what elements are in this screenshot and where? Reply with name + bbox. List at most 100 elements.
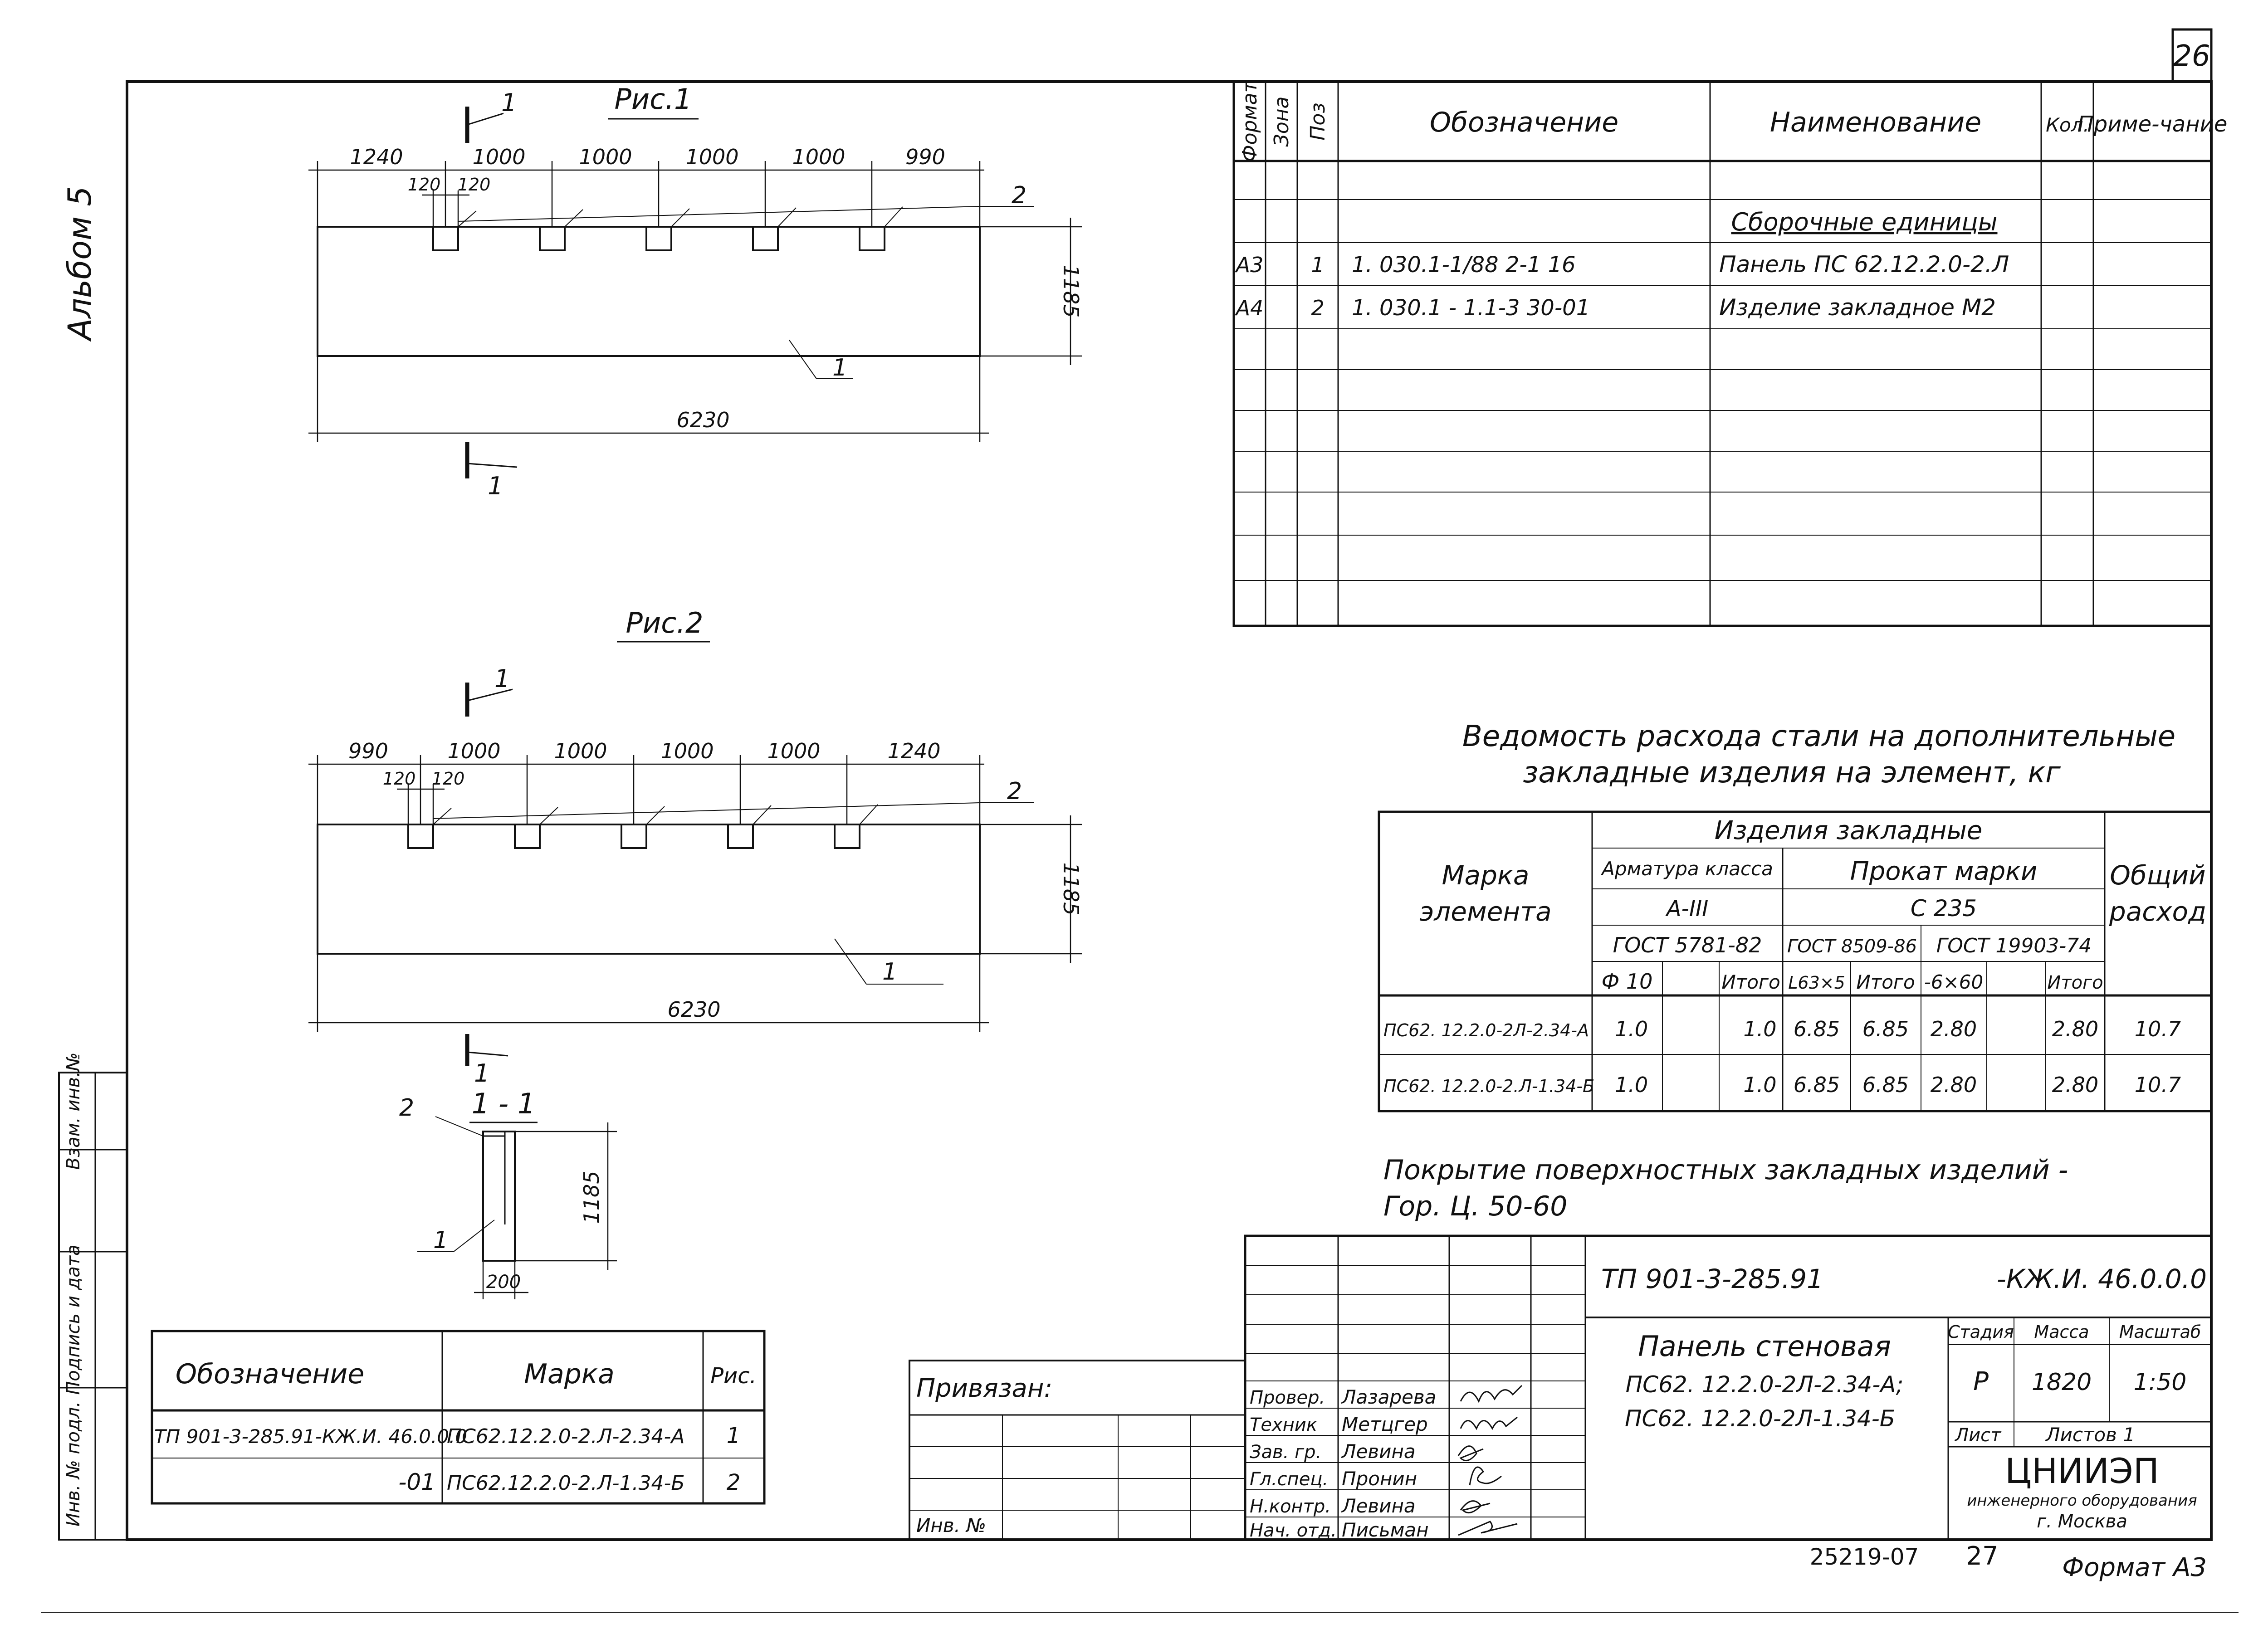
- svg-text:1: 1: [474, 1059, 489, 1088]
- sheet-number: 26: [2173, 39, 2210, 73]
- svg-text:-01: -01: [398, 1469, 435, 1495]
- fig1-section-mark-bottom: 1: [465, 442, 518, 500]
- svg-text:1000: 1000: [447, 739, 500, 763]
- fig2-section-mark-top: 1: [465, 664, 513, 717]
- coating-note-line1: Покрытие поверхностных закладных изделий…: [1383, 1154, 2068, 1186]
- svg-text:инженерного оборудования: инженерного оборудования: [1967, 1492, 2197, 1510]
- svg-text:Приме-чание: Приме-чание: [2077, 112, 2228, 137]
- svg-text:1. 030.1-1/88 2-1 16: 1. 030.1-1/88 2-1 16: [1352, 252, 1576, 278]
- svg-text:120: 120: [458, 175, 491, 195]
- svg-text:2.80: 2.80: [2052, 1017, 2098, 1041]
- svg-text:Панель ПС 62.12.2.0-2.Л: Панель ПС 62.12.2.0-2.Л: [1719, 251, 2009, 278]
- svg-text:1185: 1185: [1059, 862, 1083, 915]
- steel-title-line2: закладные изделия на элемент, кг: [1523, 756, 2061, 790]
- svg-text:120: 120: [432, 769, 465, 789]
- page-number: 27: [1966, 1541, 1998, 1571]
- svg-text:990: 990: [348, 739, 388, 763]
- coating-note-line2: Гор. Ц. 50-60: [1383, 1190, 1567, 1222]
- svg-text:Итого: Итого: [1721, 971, 1780, 993]
- svg-text:1 - 1: 1 - 1: [472, 1087, 536, 1120]
- svg-text:г. Москва: г. Москва: [2037, 1511, 2127, 1532]
- svg-text:ПС62. 12.2.0-2Л-1.34-Б: ПС62. 12.2.0-2Л-1.34-Б: [1625, 1405, 1895, 1432]
- project-code: ТП 901-3-285.91: [1601, 1263, 1823, 1294]
- binding-block: [909, 1360, 1246, 1541]
- svg-text:ПС62. 12.2.0-2Л-2.34-А: ПС62. 12.2.0-2Л-2.34-А: [1383, 1020, 1589, 1040]
- figure-1: Рис.1 1 1: [308, 83, 1083, 500]
- svg-text:Листов 1: Листов 1: [2045, 1424, 2135, 1446]
- svg-text:2.80: 2.80: [1931, 1073, 1977, 1097]
- svg-text:120: 120: [383, 769, 416, 789]
- svg-text:1185: 1185: [579, 1171, 604, 1224]
- svg-text:Кол.: Кол.: [2046, 114, 2089, 136]
- svg-text:ПС62. 12.2.0-2.Л-1.34-Б: ПС62. 12.2.0-2.Л-1.34-Б: [1383, 1076, 1594, 1096]
- svg-text:L63×5: L63×5: [1788, 973, 1845, 993]
- svg-text:Рис.: Рис.: [710, 1363, 757, 1389]
- svg-text:Изделие закладное М2: Изделие закладное М2: [1719, 294, 1996, 321]
- svg-text:1. 030.1 - 1.1-3 30-01: 1. 030.1 - 1.1-3 30-01: [1352, 295, 1590, 321]
- spec-table-row: А4 2 1. 030.1 - 1.1-3 30-01 Изделие закл…: [1235, 294, 1996, 321]
- steel-table-row: ПС62. 12.2.0-2Л-2.34-А 1.0 1.0 6.85 6.85…: [1383, 1017, 2181, 1041]
- svg-text:А-III: А-III: [1665, 896, 1709, 922]
- svg-text:Привязан:: Привязан:: [916, 1374, 1052, 1403]
- svg-text:6.85: 6.85: [1862, 1073, 1909, 1097]
- section-outline: [482, 1131, 516, 1262]
- svg-text:Итого: Итого: [2047, 972, 2103, 993]
- svg-text:1820: 1820: [2032, 1369, 2092, 1396]
- svg-text:1: 1: [501, 88, 517, 117]
- svg-text:ПС62.12.2.0-2.Л-1.34-Б: ПС62.12.2.0-2.Л-1.34-Б: [447, 1472, 685, 1495]
- marks-table-row: -01 ПС62.12.2.0-2.Л-1.34-Б 2: [398, 1469, 740, 1495]
- steel-title-line1: Ведомость расхода стали на дополнительны…: [1462, 720, 2175, 753]
- svg-text:Изделия закладные: Изделия закладные: [1715, 816, 1983, 845]
- svg-text:Техник: Техник: [1250, 1415, 1317, 1435]
- fig1-section-mark-top: 1: [465, 88, 517, 143]
- svg-text:1.0: 1.0: [1615, 1017, 1648, 1041]
- svg-text:1.0: 1.0: [1615, 1073, 1648, 1097]
- svg-text:Масса: Масса: [2034, 1322, 2089, 1342]
- svg-text:ПС62. 12.2.0-2Л-2.34-А;: ПС62. 12.2.0-2Л-2.34-А;: [1626, 1371, 1904, 1398]
- svg-text:1.0: 1.0: [1743, 1073, 1776, 1097]
- figure-2: Рис.2 1 1: [308, 606, 1083, 1088]
- svg-text:ГОСТ 19903-74: ГОСТ 19903-74: [1936, 934, 2092, 957]
- svg-text:Зав. гр.: Зав. гр.: [1250, 1442, 1321, 1463]
- svg-text:С 235: С 235: [1911, 895, 1977, 922]
- doc-code: -КЖ.И. 46.0.0.0: [1997, 1263, 2207, 1294]
- svg-text:1: 1: [727, 1423, 741, 1449]
- svg-text:2: 2: [727, 1470, 741, 1495]
- handwritten-signatures: [1457, 1385, 1523, 1536]
- svg-text:2: 2: [1007, 778, 1022, 805]
- svg-text:1000: 1000: [579, 145, 632, 169]
- svg-text:Ф 10: Ф 10: [1602, 969, 1653, 994]
- section-1-1: 1 - 1 2 1 1185 200: [399, 1087, 617, 1299]
- fig1-height-dimension: [980, 218, 1082, 365]
- svg-text:Лист: Лист: [1954, 1425, 2002, 1446]
- fig2-height-dimension: [980, 815, 1082, 963]
- svg-text:Арматура класса: Арматура класса: [1600, 858, 1773, 880]
- svg-text:Марка: Марка: [524, 1358, 615, 1390]
- format-label: Формат А3: [2062, 1553, 2207, 1582]
- svg-text:6.85: 6.85: [1794, 1017, 1840, 1041]
- marks-table-row: ТП 901-3-285.91-КЖ.И. 46.0.0.0 ПС62.12.2…: [154, 1423, 740, 1449]
- svg-text:Пронин: Пронин: [1342, 1468, 1417, 1490]
- svg-text:Письман: Письман: [1342, 1519, 1429, 1541]
- svg-text:Метцгер: Метцгер: [1342, 1413, 1428, 1435]
- svg-text:Формат: Формат: [1238, 80, 1261, 162]
- svg-text:1: 1: [488, 472, 503, 500]
- svg-text:ГОСТ 8509-86: ГОСТ 8509-86: [1787, 936, 1917, 957]
- svg-text:Зона: Зона: [1270, 97, 1293, 147]
- svg-text:1: 1: [832, 354, 847, 381]
- panel-name: Панель стеновая: [1638, 1330, 1891, 1363]
- svg-text:ТП 901-3-285.91-КЖ.И. 46.0.0.0: ТП 901-3-285.91-КЖ.И. 46.0.0.0: [154, 1425, 467, 1448]
- svg-text:10.7: 10.7: [2135, 1073, 2181, 1097]
- svg-text:1000: 1000: [660, 739, 714, 763]
- svg-text:Лазарева: Лазарева: [1341, 1386, 1436, 1408]
- svg-text:Провер.: Провер.: [1250, 1387, 1325, 1408]
- svg-text:А4: А4: [1235, 296, 1264, 320]
- fig2-section-mark-bottom: 1: [465, 1034, 508, 1088]
- svg-text:6.85: 6.85: [1794, 1073, 1840, 1097]
- svg-text:2.80: 2.80: [1931, 1017, 1977, 1041]
- steel-table-row: ПС62. 12.2.0-2.Л-1.34-Б 1.0 1.0 6.85 6.8…: [1383, 1073, 2181, 1097]
- svg-text:1.0: 1.0: [1743, 1017, 1776, 1041]
- fig1-title: Рис.1: [615, 83, 692, 116]
